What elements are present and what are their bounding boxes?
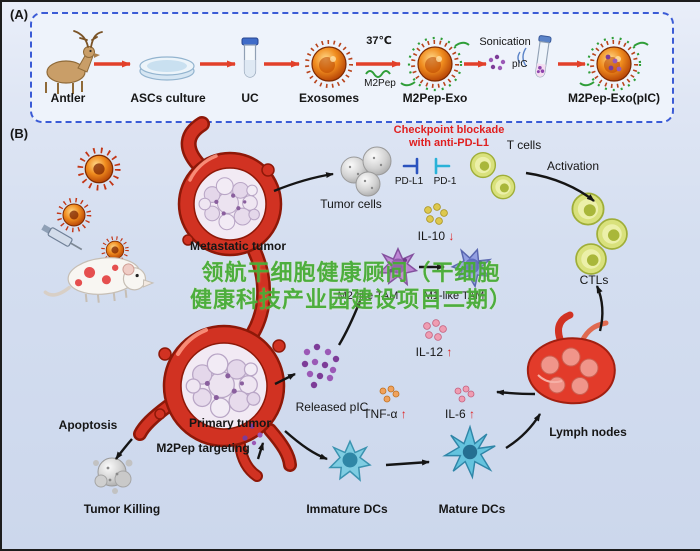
tnfa-up-arrow: ↑ (400, 407, 407, 421)
il10-dots (424, 203, 448, 225)
label-m2pep: M2Pep (364, 78, 396, 89)
released-pic-dots (301, 343, 340, 389)
il12-label: IL-12 ↑ (415, 345, 453, 360)
sonication-tube-icon (535, 35, 552, 78)
il12-up-arrow: ↑ (446, 345, 453, 359)
tnfa-text: TNF-α (363, 407, 398, 421)
panel-a-tag: (A) (10, 7, 29, 22)
pic-dots-panel-a (488, 54, 506, 71)
label-mature-dcs: Mature DCs (438, 502, 506, 516)
il12-text: IL-12 (415, 345, 444, 359)
watermark-line2: 健康科技产业园建设项目二期） (189, 287, 513, 312)
m2-tam-icon (378, 248, 418, 286)
label-pic: pIC (512, 59, 528, 70)
panel-b-tag: (B) (10, 126, 29, 141)
ctl-cells-icon (571, 192, 628, 275)
sonication-waves-icon (517, 47, 527, 67)
petri-dish-icon (139, 56, 195, 81)
label-primary-tumor: Primary tumor (188, 416, 272, 430)
label-sonication: Sonication (479, 36, 531, 48)
label-immature-dcs: Immature DCs (306, 502, 388, 516)
immature-dc-icon (329, 440, 371, 481)
deer-antler-icon (45, 30, 103, 94)
label-ctls: CTLs (579, 273, 609, 287)
label-antler: Antler (50, 91, 86, 105)
il6-dots (454, 385, 475, 403)
label-uc: UC (241, 91, 259, 105)
m2pep-squiggle-icon (365, 70, 391, 78)
label-tumor-killing: Tumor Killing (83, 502, 161, 516)
label-metastatic-tumor: Metastatic tumor (189, 239, 287, 253)
label-lymph-nodes: Lymph nodes (549, 425, 627, 439)
label-t-cells: T cells (506, 138, 542, 152)
label-m2-tam: M2-like TAM (337, 290, 399, 302)
pic-dots-in-tumor (242, 423, 263, 446)
pd-l1-pd-1-symbols (402, 157, 451, 175)
label-pd-l1: PD-L1 (394, 176, 424, 187)
label-checkpoint-blockade-1: Checkpoint blockade (393, 124, 505, 136)
label-temperature: 37℃ (366, 35, 392, 47)
syringe-icon (41, 224, 83, 251)
label-m2pep-exo: M2Pep-Exo (402, 91, 468, 105)
label-m2pep-exo-pic: M2Pep-Exo(pIC) (567, 91, 661, 105)
tnfa-dots (379, 385, 400, 403)
tumor-cells-icon (340, 146, 392, 197)
il10-label: IL-10 ↓ (417, 229, 455, 244)
il12-dots (423, 319, 447, 341)
label-m1-tam: M1-like TAM (423, 290, 485, 302)
watermark-line1: 领航干细胞健康顾问（干细胞 (201, 260, 501, 285)
label-pd-1: PD-1 (433, 176, 457, 187)
dead-tumor-cell-icon (93, 457, 133, 494)
lymph-node-icon (526, 311, 616, 405)
il6-label: IL-6 ↑ (444, 407, 476, 422)
label-activation: Activation (546, 159, 600, 173)
il6-up-arrow: ↑ (469, 407, 476, 421)
tnfa-label: TNF-α ↑ (363, 407, 407, 422)
uc-tube-icon (241, 37, 259, 78)
label-ascs-culture: ASCs culture (130, 91, 206, 105)
label-m2pep-targeting: M2Pep targeting (156, 441, 250, 455)
label-apoptosis: Apoptosis (58, 418, 118, 432)
il10-text: IL-10 (417, 229, 446, 243)
m2pep-exosome-pic-icon (579, 36, 649, 92)
il6-text: IL-6 (444, 407, 466, 421)
mature-dc-icon (444, 426, 496, 478)
t-cells-icon (469, 151, 516, 200)
label-exosomes: Exosomes (298, 91, 360, 105)
label-tumor-cells: Tumor cells (320, 197, 382, 211)
flow-arrows (115, 171, 604, 467)
mouse (43, 257, 155, 303)
exosome-icon (305, 40, 353, 88)
il10-down-arrow: ↓ (448, 229, 455, 243)
m2pep-exosome-icon (400, 36, 470, 92)
m1-tam-icon (448, 243, 496, 290)
label-released-pic: Released pIC (295, 400, 369, 414)
panel-a-box (30, 12, 674, 123)
label-checkpoint-blockade-2: with anti-PD-L1 (408, 137, 490, 149)
